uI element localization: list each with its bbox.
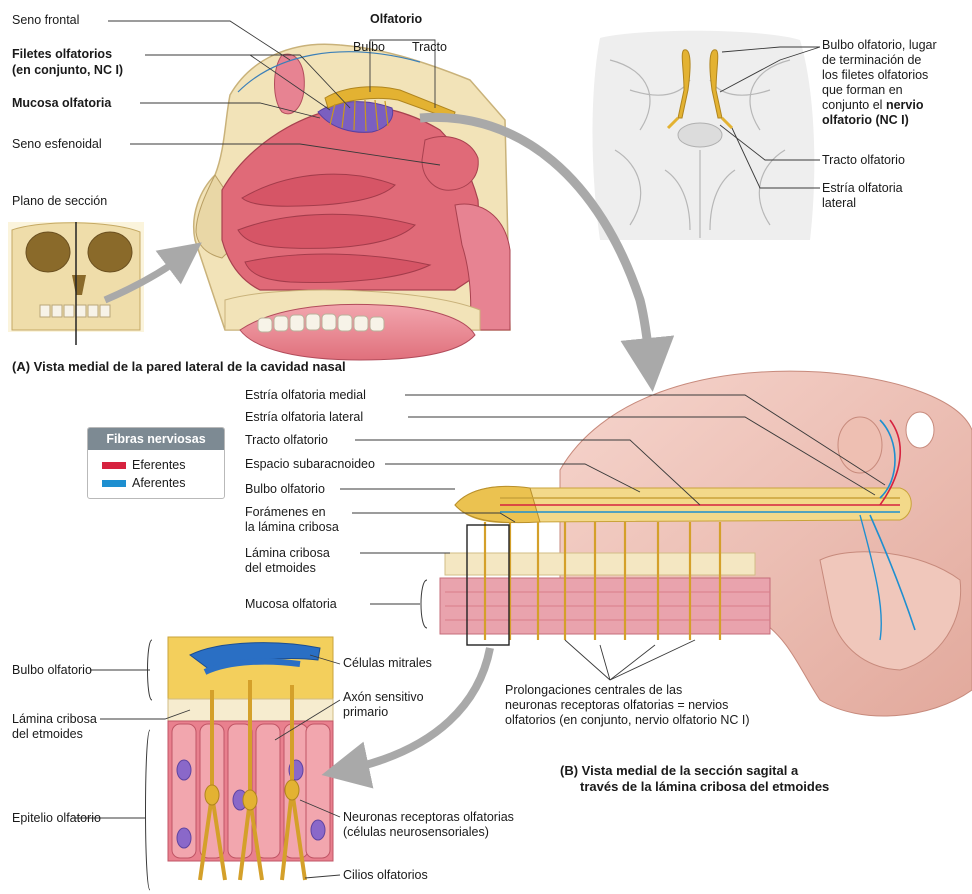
brain-base-inset	[593, 31, 815, 240]
nasal-cavity-figure	[194, 44, 510, 360]
label-bulbo-olfatorio-lugar: Bulbo olfatorio, lugar	[822, 38, 937, 53]
label-prolongaciones-line2: neuronas receptoras olfatorias = nervios	[505, 698, 728, 713]
caption-panel-a: (A) Vista medial de la pared lateral de …	[12, 359, 346, 375]
label-prolongaciones-line3: olfatorios (en conjunto, nervio olfatori…	[505, 713, 750, 728]
label-espacio-subaracnoideo: Espacio subaracnoideo	[245, 457, 375, 472]
legend-item-efferent: Eferentes	[102, 458, 186, 472]
legend-afferent-label: Aferentes	[132, 476, 186, 490]
legend-efferent-label: Eferentes	[132, 458, 186, 472]
label-plano-de-seccion: Plano de sección	[12, 194, 107, 209]
label-tracto-olfatorio-inset: Tracto olfatorio	[822, 153, 905, 168]
label-axon-sensitivo: Axón sensitivo	[343, 690, 424, 705]
label-tracto-olfatorio: Tracto olfatorio	[245, 433, 328, 448]
label-bulbo-olfatorio-line6: olfatorio (NC I)	[822, 113, 909, 128]
fiber-legend: Fibras nerviosas Eferentes Aferentes	[87, 427, 225, 499]
label-lamina-cribosa-b: Lámina cribosa	[245, 546, 330, 561]
legend-title: Fibras nerviosas	[88, 428, 224, 450]
label-neuronas-receptoras-line2: (células neurosensoriales)	[343, 825, 489, 840]
label-bulbo-olfatorio-line3: los filetes olfatorios	[822, 68, 928, 83]
label-cilios-olfatorios: Cilios olfatorios	[343, 868, 428, 883]
efferent-swatch	[102, 462, 126, 469]
sagittal-section-figure	[440, 371, 972, 716]
label-estria-lateral: Estría olfatoria lateral	[245, 410, 363, 425]
label-neuronas-receptoras: Neuronas receptoras olfatorias	[343, 810, 514, 825]
label-mucosa-olfatoria-b: Mucosa olfatoria	[245, 597, 337, 612]
label-estria-medial: Estría olfatoria medial	[245, 388, 366, 403]
label-foramenes-line2: la lámina cribosa	[245, 520, 339, 535]
label-lamina-cribosa-detail: Lámina cribosa	[12, 712, 97, 727]
label-seno-frontal: Seno frontal	[12, 13, 79, 28]
label-axon-sensitivo-line2: primario	[343, 705, 388, 720]
label-mucosa-olfatoria: Mucosa olfatoria	[12, 96, 111, 111]
label-tracto: Tracto	[412, 40, 447, 55]
label-seno-esfenoidal: Seno esfenoidal	[12, 137, 102, 152]
label-bulbo-olfatorio-b: Bulbo olfatorio	[245, 482, 325, 497]
label-estria-lateral-inset-line2: lateral	[822, 196, 856, 211]
epithelium-detail-figure	[168, 637, 333, 880]
label-prolongaciones-line1: Prolongaciones centrales de las	[505, 683, 682, 698]
skull-thumbnail	[8, 222, 144, 345]
afferent-swatch	[102, 480, 126, 487]
label-filetes-olfatorios-nc: (en conjunto, NC I)	[12, 63, 123, 78]
label-estria-lateral-inset: Estría olfatoria	[822, 181, 903, 196]
label-bulbo: Bulbo	[353, 40, 385, 55]
caption-panel-b-line2: través de la lámina cribosa del etmoides	[580, 779, 829, 795]
label-olfatorio: Olfatorio	[370, 12, 422, 27]
label-lamina-cribosa-b-line2: del etmoides	[245, 561, 316, 576]
label-filetes-olfatorios: Filetes olfatorios	[12, 47, 112, 62]
label-foramenes: Forámenes en	[245, 505, 326, 520]
label-celulas-mitrales: Células mitrales	[343, 656, 432, 671]
label-epitelio-olfatorio: Epitelio olfatorio	[12, 811, 101, 826]
legend-item-afferent: Aferentes	[102, 476, 186, 490]
label-bulbo-olfatorio-line5: conjunto el nervio	[822, 98, 923, 113]
label-bulbo-olfatorio-line4: que forman en	[822, 83, 903, 98]
label-lamina-cribosa-detail-line2: del etmoides	[12, 727, 83, 742]
label-bulbo-olfatorio-detail: Bulbo olfatorio	[12, 663, 92, 678]
label-bulbo-olfatorio-line2: de terminación de	[822, 53, 921, 68]
caption-panel-b: (B) Vista medial de la sección sagital a	[560, 763, 798, 779]
